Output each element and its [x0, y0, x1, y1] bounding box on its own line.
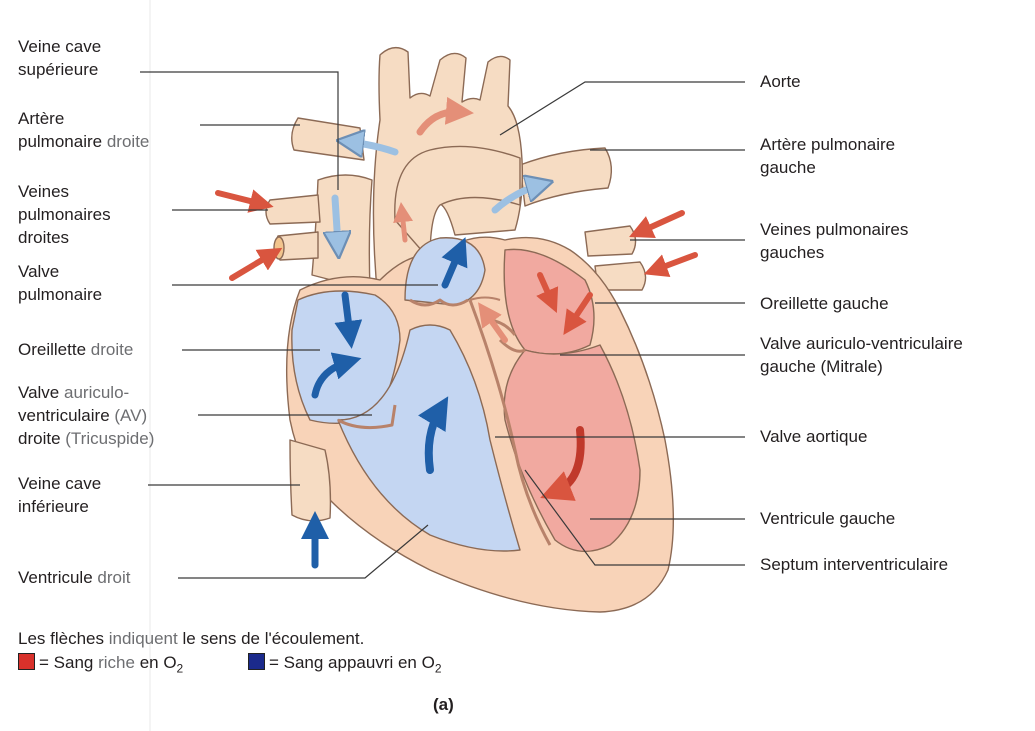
label-vpd-line3: droites	[18, 228, 69, 247]
label-vd-b: droit	[97, 568, 130, 587]
label-vavd-l2b: (AV)	[114, 406, 147, 425]
label-oreillette-gauche: Oreillette gauche	[760, 292, 889, 315]
label-vci-line1: Veine cave	[18, 474, 101, 493]
label-apd-line2a: pulmonaire	[18, 132, 102, 151]
label-vavd-l3b: (Tricuspide)	[65, 429, 154, 448]
label-vpg-line2: gauches	[760, 243, 824, 262]
label-oreillette-droite: Oreillette droite	[18, 338, 133, 361]
left-pulmonary-artery	[520, 148, 611, 206]
label-veine-cave-superieure: Veine cave supérieure	[18, 35, 101, 81]
label-ventricule-droit: Ventricule droit	[18, 566, 130, 589]
label-vavd-l1b: auriculo-	[64, 383, 129, 402]
label-veine-cave-inferieure: Veine cave inférieure	[18, 472, 101, 518]
legend-blue-swatch	[248, 653, 265, 670]
legend-red-text-b: riche	[98, 653, 135, 672]
label-vpd-line1: Veines	[18, 182, 69, 201]
label-vpg-line1: Veines pulmonaires	[760, 220, 908, 239]
label-veines-pulmonaires-gauches: Veines pulmonaires gauches	[760, 218, 908, 264]
label-valve-aortique: Valve aortique	[760, 425, 867, 448]
legend-entries: = Sang riche en O2 = Sang appauvri en O2	[18, 651, 442, 680]
label-vavg-line1: Valve auriculo-ventriculaire	[760, 334, 963, 353]
legend-red-swatch	[18, 653, 35, 670]
label-septum-interventriculaire: Septum interventriculaire	[760, 553, 948, 576]
label-vd-a: Ventricule	[18, 568, 93, 587]
label-aorte: Aorte	[760, 70, 801, 93]
label-vci-line2: inférieure	[18, 497, 89, 516]
label-artere-pulmonaire-droite: Artère pulmonaire droite	[18, 107, 149, 153]
label-apg-line1: Artère pulmonaire	[760, 135, 895, 154]
legend-title: Les flèches indiquent le sens de l'écoul…	[18, 627, 442, 651]
legend-title-a: Les flèches	[18, 629, 104, 648]
label-apd-line2b: droite	[107, 132, 150, 151]
label-apd-line1: Artère	[18, 109, 64, 128]
label-veines-pulmonaires-droites: Veines pulmonaires droites	[18, 180, 111, 249]
label-vavd-l2a: ventriculaire	[18, 406, 110, 425]
legend-blue-entry: = Sang appauvri en O2	[248, 653, 442, 672]
label-apg-line2: gauche	[760, 158, 816, 177]
heart-illustration	[266, 48, 673, 612]
figure-caption: (a)	[433, 693, 454, 716]
label-valve-av-droite: Valve auriculo- ventriculaire (AV) droit…	[18, 381, 154, 450]
inferior-vena-cava	[290, 440, 330, 521]
label-vavd-l3a: droite	[18, 429, 61, 448]
label-artere-pulmonaire-gauche: Artère pulmonaire gauche	[760, 133, 895, 179]
label-veine-cave-sup-line1: Veine cave	[18, 37, 101, 56]
legend-title-c: le sens de l'écoulement.	[182, 629, 364, 648]
label-valve-pulmonaire: Valve pulmonaire	[18, 260, 102, 306]
left-pulmonary-vein-upper	[585, 226, 636, 256]
label-vavd-l1a: Valve	[18, 383, 59, 402]
legend-red-sub: 2	[177, 661, 184, 675]
right-pulmonary-vein-upper	[266, 195, 320, 224]
legend-red-entry: = Sang riche en O2	[18, 653, 188, 672]
legend-blue-sub: 2	[435, 661, 442, 675]
label-veine-cave-sup-line2: supérieure	[18, 60, 98, 79]
label-ventricule-gauche: Ventricule gauche	[760, 507, 895, 530]
label-valve-av-gauche: Valve auriculo-ventriculaire gauche (Mit…	[760, 332, 963, 378]
legend: Les flèches indiquent le sens de l'écoul…	[18, 627, 442, 680]
label-od-b: droite	[91, 340, 134, 359]
legend-blue-text: = Sang appauvri en O	[269, 653, 435, 672]
label-vpd-line2: pulmonaires	[18, 205, 111, 224]
legend-red-text-c: en O	[140, 653, 177, 672]
superior-vena-cava	[312, 175, 372, 290]
legend-red-text-a: = Sang	[39, 653, 93, 672]
label-od-a: Oreillette	[18, 340, 86, 359]
label-vavg-line2: gauche (Mitrale)	[760, 357, 883, 376]
label-vp-line2: pulmonaire	[18, 285, 102, 304]
legend-title-b: indiquent	[109, 629, 178, 648]
label-vp-line1: Valve	[18, 262, 59, 281]
